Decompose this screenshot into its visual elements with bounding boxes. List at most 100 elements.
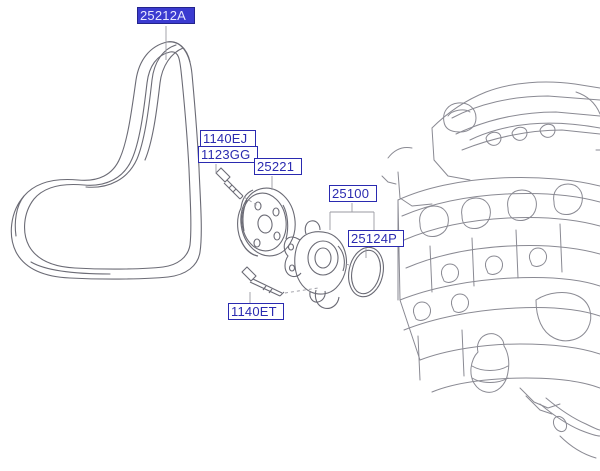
engine-misc-1 [387,147,413,159]
part-label-25124p[interactable]: 25124P [348,230,404,247]
water-pump-part[interactable] [283,220,348,309]
pulley-bolt-hole-3 [273,231,281,241]
engine-cam-lobe-1 [485,131,502,146]
engine-top-right-shade [575,91,600,115]
engine-lower-block [399,276,600,301]
belt-edge-bottom [30,261,111,275]
engine-port-3 [507,189,537,221]
engine-block-face [397,199,421,361]
engine-vertical-seam-2 [461,329,465,377]
pump-mount-ear-top [304,220,321,235]
bolt-lower-head [241,266,257,282]
engine-vertical-seam-3 [417,335,421,381]
pump-flange-left [283,236,302,278]
bolt-upper-thread-1 [228,184,233,189]
bolt-upper-head [215,167,231,183]
engine-lower-band [403,306,600,331]
engine-head-band-3 [405,244,600,269]
bolt-lower-shaft-2 [249,281,281,297]
pump-hub-outer [307,240,339,276]
bolt-lower-part[interactable] [241,266,285,297]
pulley-face-inner [241,192,287,252]
engine-bracket-lower-2 [525,395,553,415]
bolt-upper-part[interactable] [215,167,244,200]
pulley-part[interactable] [237,185,300,260]
engine-port-2 [461,197,491,229]
o-ring-outer [348,246,384,298]
bolt-upper-tip [239,195,244,200]
engine-head-band-2 [403,216,600,241]
pump-shadow-line [337,245,345,272]
pump-bolt-hole-a [287,243,295,251]
part-label-25221[interactable]: 25221 [254,158,302,175]
engine-cover-ridge-1 [451,95,600,119]
engine-rib-4 [559,223,563,273]
engine-pipe-end [552,415,568,433]
engine-valve-cover-front [431,127,471,181]
engine-block-top-edge [397,176,600,201]
bolt-upper-shaft [226,179,244,197]
pulley-rim-edge-bottom [240,239,259,257]
engine-pipe [539,403,600,437]
leader-bolt-upper-dashed [243,196,259,207]
belt-top-loop [166,41,191,63]
part-label-1140et[interactable]: 1140ET [228,303,284,320]
pulley-bolt-hole-1 [254,201,262,211]
engine-port-4 [553,183,583,215]
engine-oil-filter [470,333,510,393]
engine-sump-lower [431,377,600,393]
pump-body-lower [314,289,340,309]
o-ring-gasket-part[interactable] [344,244,388,300]
bolt-lower-thread-1 [262,285,267,291]
engine-port-1 [419,205,449,237]
engine-small-port-2 [451,293,469,313]
pulley-hub-hole [257,214,273,234]
part-label-25212a[interactable]: 25212A [137,7,195,24]
pump-bolt-hole-b [288,264,296,272]
engine-cam-housing [469,122,600,141]
bolt-lower-shaft [252,278,283,294]
pump-housing-outline [294,231,348,295]
engine-filler-neck [443,102,477,133]
part-label-1123gg[interactable]: 1123GG [198,146,258,163]
bolt-upper-shaft-2 [223,182,241,200]
pulley-groove-2 [282,204,289,240]
engine-oil-filter-band-2 [471,377,509,383]
belt-edge-left [14,195,25,237]
belt-inner-contour [24,51,192,270]
pulley-bolt-hole-2 [272,207,280,217]
engine-boss-3 [529,247,547,267]
engine-sump-edge [419,343,600,361]
engine-filler-cap [447,109,471,117]
leader-lines [165,26,375,303]
engine-valve-cover-top [431,81,600,129]
engine-bracket-left [397,171,433,207]
part-label-25100[interactable]: 25100 [329,185,377,202]
leader-oring-dashed [345,263,353,267]
bolt-lower-tip [279,291,285,297]
pump-hub-inner [314,247,332,269]
engine-cam-lobe-3 [539,123,556,138]
belt-rib-1 [85,44,177,188]
engine-misc-2 [381,175,397,185]
engine-rib-3 [515,229,519,279]
engine-pipe-2 [545,397,600,431]
engine-block-part [381,81,600,459]
engine-mount-right [535,292,592,342]
o-ring-inner [351,249,381,295]
pulley-rim-edge-top [240,189,254,209]
engine-boss-1 [441,263,459,283]
pulley-groove-1 [242,199,248,232]
engine-small-port-1 [413,301,431,321]
engine-rib-1 [429,245,433,293]
engine-cover-ridge-3 [461,129,600,151]
pump-mount-ear-bottom [309,290,326,303]
engine-corner-detail [559,435,597,459]
bolt-upper-thread-2 [232,188,237,193]
engine-boss-2 [485,255,503,275]
part-label-1140ej[interactable]: 1140EJ [200,130,256,147]
engine-cover-ridge-2 [455,111,600,135]
